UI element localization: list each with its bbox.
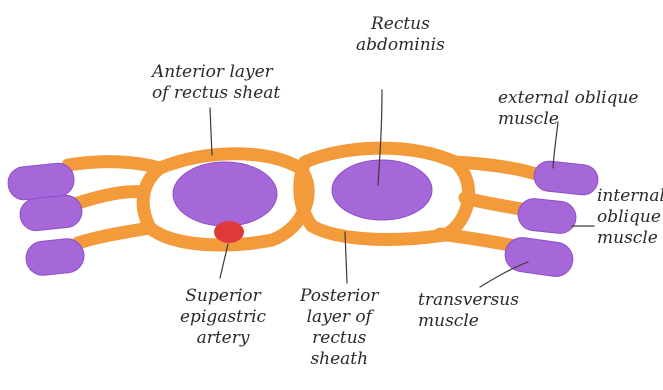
- superior-epigastric-label: Superior epigastric artery: [180, 286, 266, 349]
- rectus-sheath: [68, 148, 542, 246]
- posterior-layer-label-line-2: layer of: [300, 307, 379, 328]
- left-lower-sheath-band: [78, 228, 150, 243]
- external-oblique-label-line-1: external oblique: [498, 88, 638, 109]
- anterior-layer-label-line-1: Anterior layer: [152, 62, 280, 83]
- leader-anterior-layer: [210, 108, 212, 155]
- internal-oblique-label-line-1: internal: [597, 186, 663, 207]
- rectus-abdominis-label-line-1: Rectus: [356, 14, 445, 35]
- left-upper-sheath-band: [68, 162, 160, 168]
- right-lower-sheath-band: [440, 234, 515, 246]
- posterior-layer-label: Posterior layer of rectus sheath: [300, 286, 379, 370]
- rectus-abdominis-label-line-2: abdominis: [356, 35, 445, 56]
- superior-epigastric-label-line-3: artery: [180, 328, 266, 349]
- anterior-layer-label-line-2: of rectus sheat: [152, 83, 280, 104]
- posterior-layer-label-line-3: rectus: [300, 328, 379, 349]
- superior-epigastric-label-line-1: Superior: [180, 286, 266, 307]
- internal-oblique-label-line-3: muscle: [597, 228, 663, 249]
- external-oblique-label: external oblique muscle: [498, 88, 638, 130]
- left-rectus-abdominis: [173, 162, 277, 226]
- transversus-label-line-1: transversus: [418, 290, 519, 311]
- anterior-layer-label: Anterior layer of rectus sheat: [152, 62, 280, 104]
- internal-oblique-label: internal oblique muscle: [597, 186, 663, 249]
- right-middle-sheath-band: [465, 198, 528, 210]
- transversus-label: transversus muscle: [418, 290, 519, 332]
- internal-oblique-label-line-2: oblique: [597, 207, 663, 228]
- left-transversus-stub: [24, 237, 85, 277]
- posterior-layer-label-line-4: sheath: [300, 349, 379, 370]
- superior-epigastric-label-line-2: epigastric: [180, 307, 266, 328]
- external-oblique-label-line-2: muscle: [498, 109, 638, 130]
- transversus-label-line-2: muscle: [418, 311, 519, 332]
- left-middle-sheath-band: [78, 192, 143, 203]
- right-transversus-stub: [503, 235, 575, 278]
- rectus-abdominis-label: Rectus abdominis: [356, 14, 445, 56]
- right-internal-oblique-stub: [516, 197, 577, 235]
- right-external-oblique-stub: [533, 160, 600, 197]
- superior-epigastric-artery: [214, 221, 244, 243]
- posterior-layer-label-line-1: Posterior: [300, 286, 379, 307]
- right-rectus-abdominis: [332, 160, 432, 220]
